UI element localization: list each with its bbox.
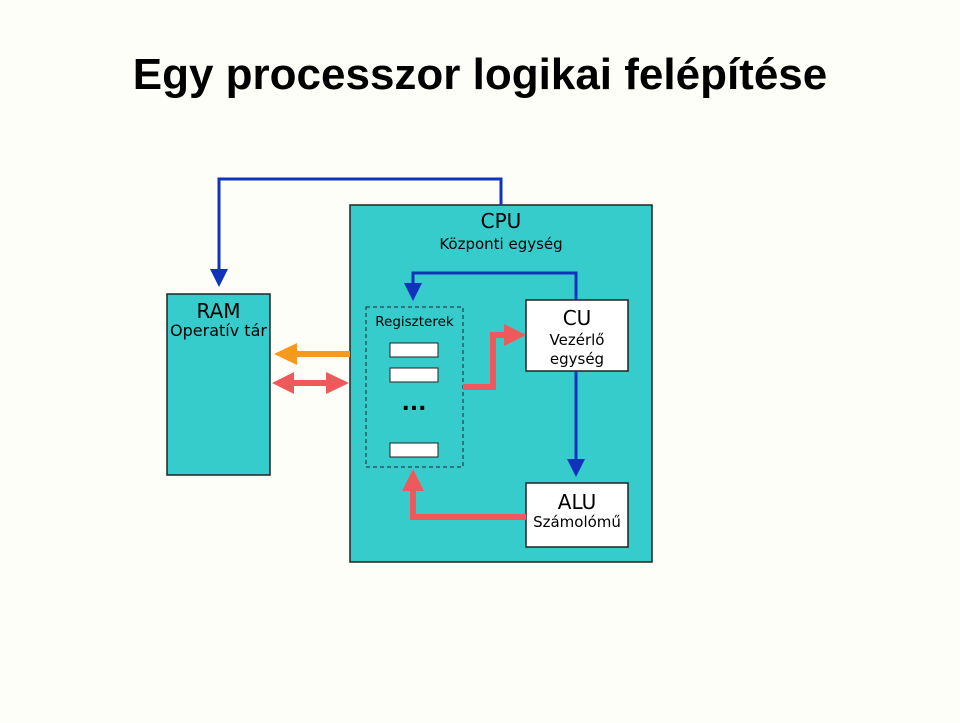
data-bus-arrow-head-left bbox=[272, 372, 294, 394]
register-cell bbox=[389, 442, 439, 458]
address-arrow-head bbox=[274, 343, 297, 365]
control-line-cpu-to-ram bbox=[210, 177, 503, 287]
cpu-sublabel: Központi egység bbox=[439, 235, 563, 253]
alu-label: ALU bbox=[557, 490, 597, 514]
alu-to-registers-arrow-head bbox=[402, 469, 424, 491]
page-title: Egy processzor logikai felépítése bbox=[132, 50, 828, 99]
cu-sublabel-line2: egység bbox=[549, 350, 605, 368]
ram-label: RAM bbox=[196, 299, 241, 323]
ram-box bbox=[166, 293, 271, 476]
register-cell bbox=[389, 342, 439, 358]
registers-label: Regiszterek bbox=[375, 314, 454, 330]
cu-box bbox=[525, 299, 629, 372]
registers-group bbox=[365, 306, 464, 468]
alu-to-registers-arrow bbox=[410, 489, 526, 520]
registers-to-cu-arrow bbox=[463, 332, 505, 390]
registers-to-cu-arrow-head bbox=[504, 324, 526, 346]
register-cell bbox=[389, 367, 439, 383]
data-bus-arrow-head-right bbox=[326, 372, 349, 394]
cu-label: CU bbox=[562, 306, 592, 330]
cu-sublabel-line1: Vezérlő bbox=[549, 331, 605, 349]
alu-sublabel: Számolómű bbox=[533, 513, 621, 531]
control-line-to-registers bbox=[404, 271, 578, 301]
ram-sublabel: Operatív tár bbox=[170, 321, 267, 340]
registers-ellipsis: ... bbox=[401, 391, 427, 416]
cpu-label: CPU bbox=[480, 209, 522, 233]
